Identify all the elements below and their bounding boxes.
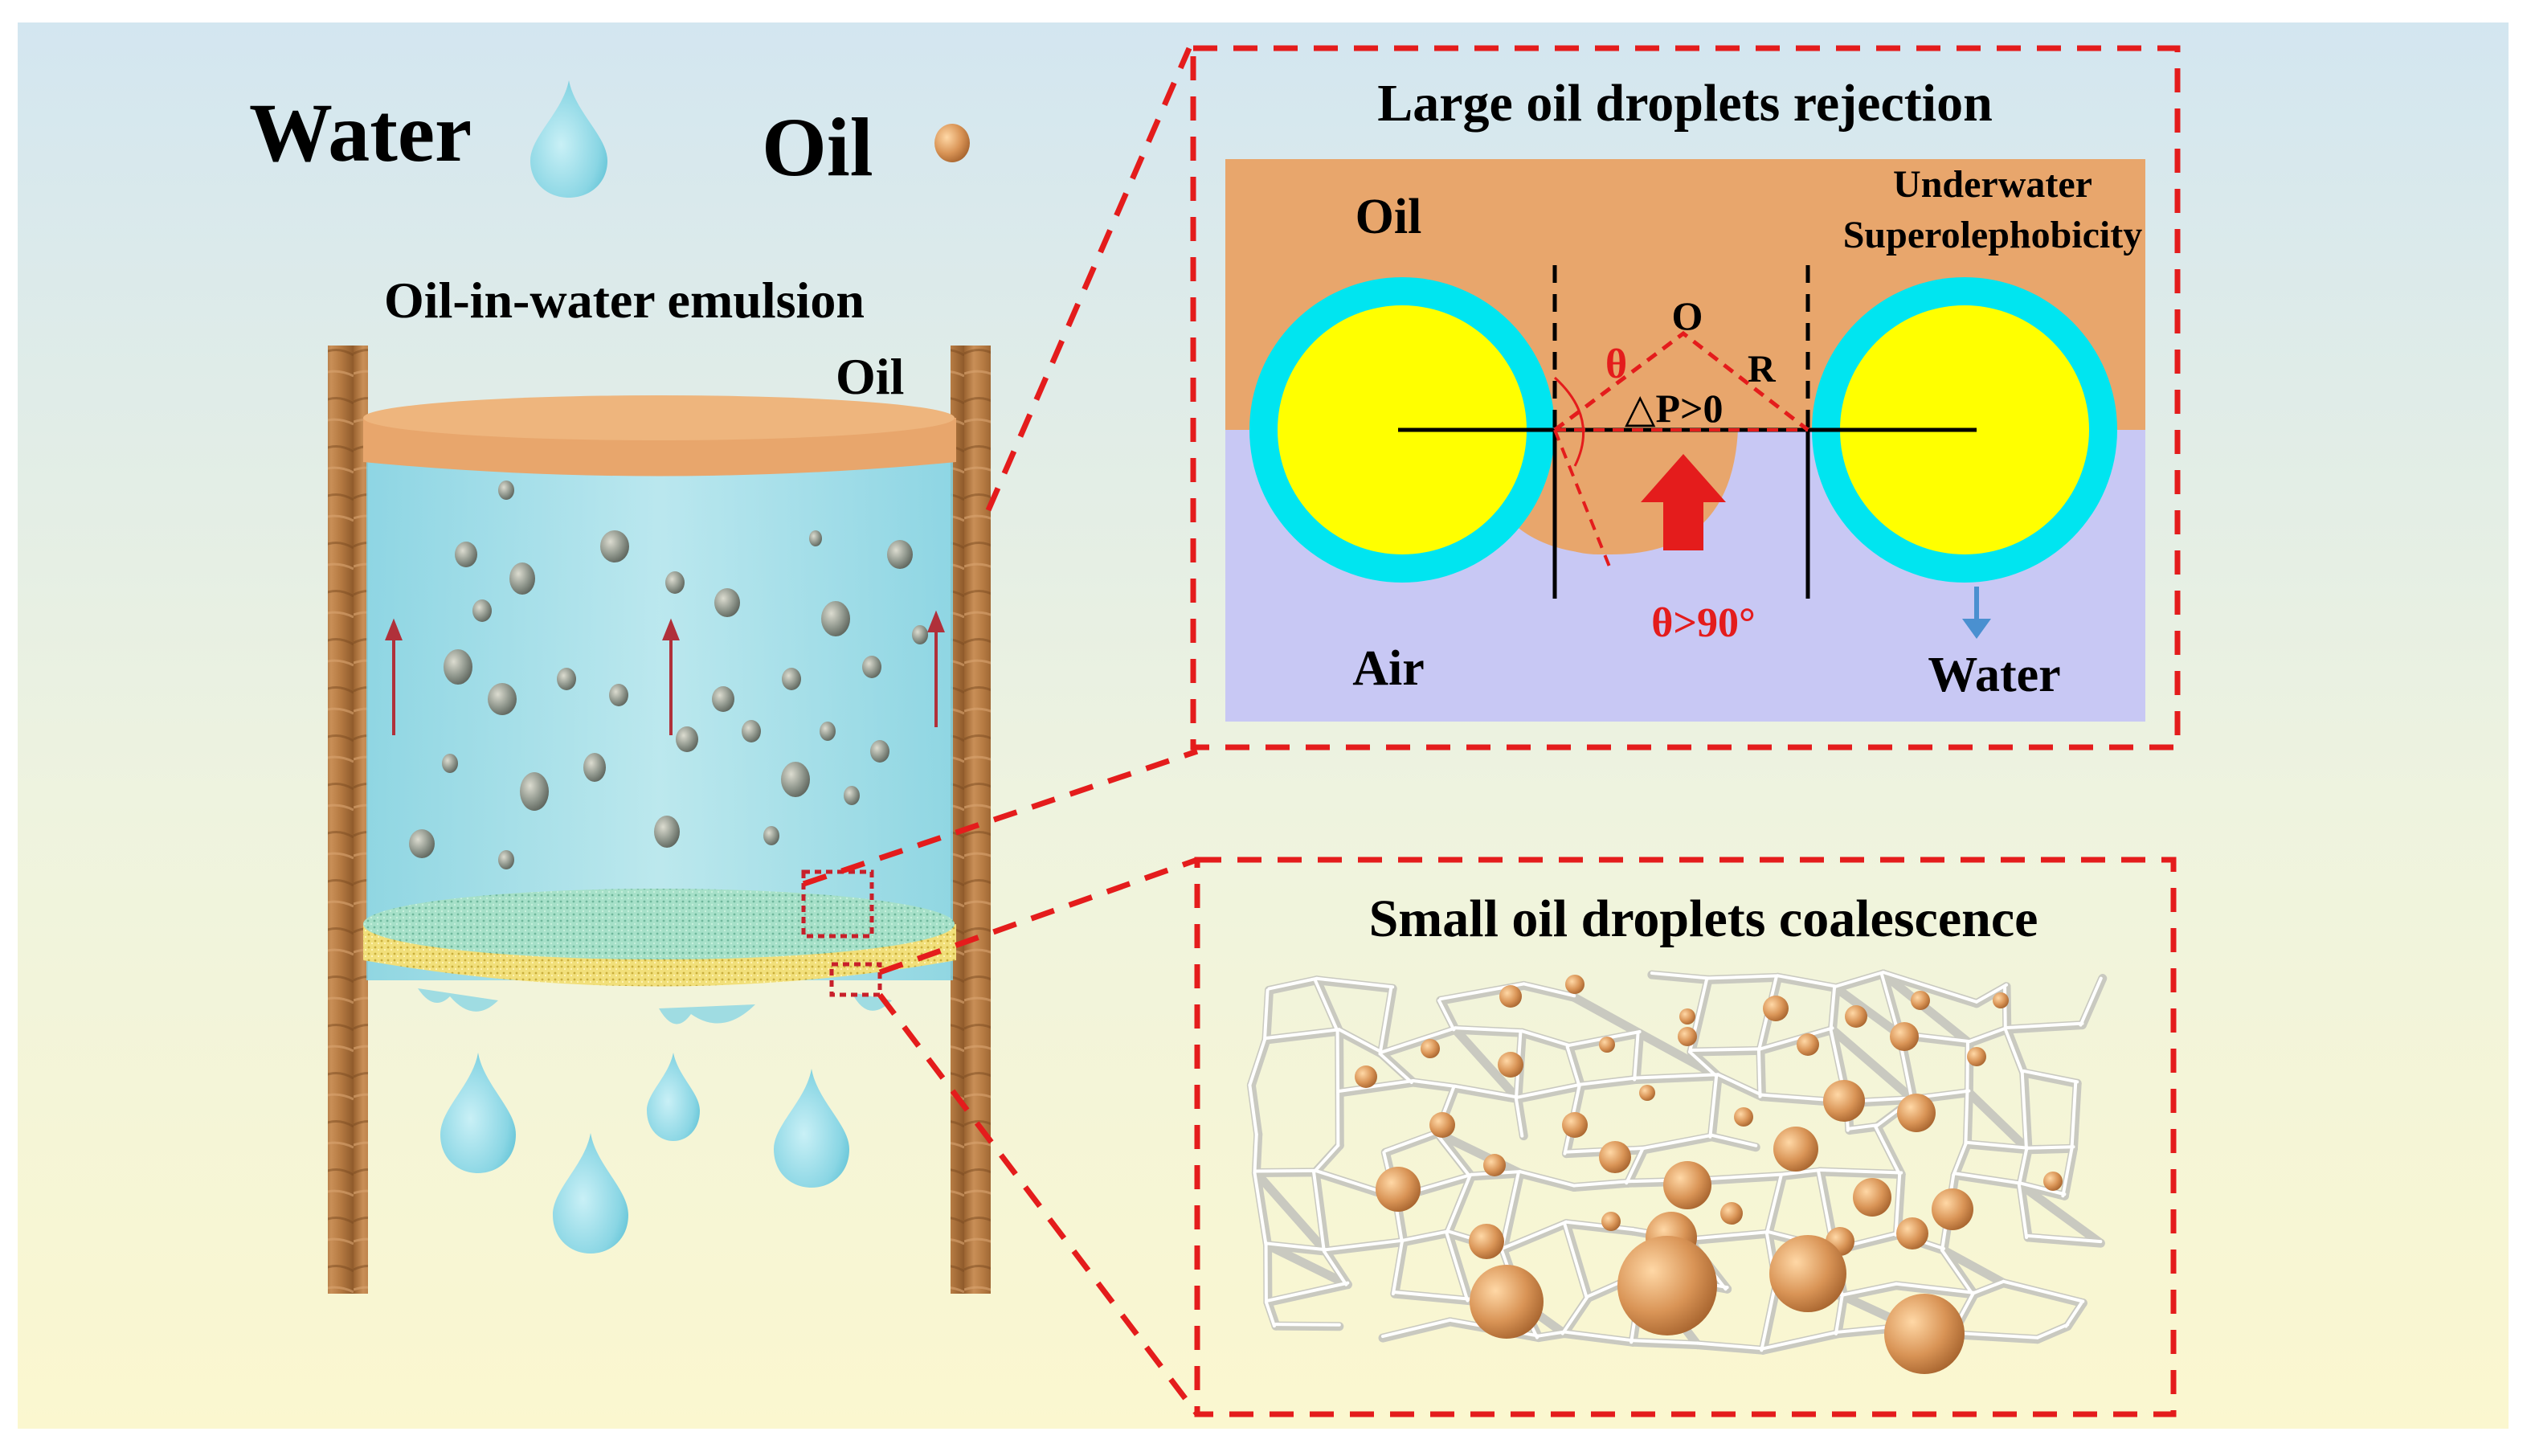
oil-droplet — [409, 829, 435, 858]
oil-droplet — [1797, 1033, 1819, 1056]
oil-droplet — [1470, 1265, 1544, 1339]
fiber-highlight — [1759, 1050, 1760, 1096]
oil-droplet — [809, 530, 822, 546]
oil-droplet — [472, 599, 492, 622]
oil-droplet — [712, 686, 734, 712]
oil-droplet — [583, 753, 606, 782]
oil-droplet — [1763, 996, 1789, 1021]
left-wall — [328, 346, 368, 1294]
right-wall — [951, 346, 991, 1294]
oil-droplet — [781, 762, 810, 797]
legend-oil-label: Oil — [762, 101, 873, 194]
oil-droplet — [665, 571, 685, 594]
oil-droplet — [1565, 975, 1584, 994]
oil-droplet — [1499, 985, 1522, 1008]
oil-droplet — [444, 649, 472, 685]
oil-droplet — [1773, 1127, 1818, 1172]
fiber-highlight — [1254, 1135, 1256, 1173]
oil-droplet — [782, 668, 801, 690]
oil-droplet — [714, 588, 740, 617]
oil-layer-label: Oil — [836, 348, 904, 405]
oil-droplet — [1679, 1008, 1695, 1025]
radius-r-label: R — [1748, 348, 1777, 391]
oil-droplet — [1897, 1094, 1936, 1132]
oil-droplet — [870, 740, 889, 763]
oil-droplet — [1498, 1052, 1523, 1078]
fiber-highlight — [1256, 1171, 1315, 1172]
oil-droplet — [1720, 1202, 1743, 1225]
oil-droplet — [1890, 1022, 1919, 1051]
oil-droplet — [520, 772, 549, 811]
oil-droplet — [821, 601, 850, 636]
oil-droplet — [1993, 992, 2009, 1008]
oil-droplet — [1355, 1065, 1377, 1088]
oil-droplet — [844, 786, 860, 805]
oil-droplet — [1911, 991, 1930, 1010]
oil-droplet — [1932, 1188, 1973, 1230]
oil-droplet — [488, 683, 517, 715]
oil-droplet — [1663, 1161, 1711, 1209]
legend-water-label: Water — [249, 87, 472, 179]
oil-droplet — [1678, 1027, 1697, 1046]
fiber-highlight — [1276, 1324, 1339, 1325]
fiber-highlight — [1965, 1093, 1967, 1144]
fiber-highlight — [2005, 987, 2006, 1029]
top-oil-label: Oil — [1356, 190, 1422, 244]
center-o-label: O — [1672, 293, 1703, 338]
angle-label: θ>90° — [1651, 600, 1756, 646]
oil-droplet — [600, 530, 629, 562]
fiber-highlight — [1691, 1049, 1760, 1050]
oil-droplet — [1469, 1224, 1504, 1259]
oil-droplet — [742, 720, 761, 742]
oil-droplet — [1845, 1005, 1867, 1028]
oil-droplet — [912, 625, 928, 644]
oil-droplet — [1967, 1047, 1986, 1066]
oil-droplet — [1429, 1112, 1455, 1138]
fiber-highlight — [2028, 1147, 2073, 1148]
oil-droplet — [442, 754, 458, 773]
fiber-highlight — [1967, 1043, 1968, 1092]
oil-droplet — [1639, 1085, 1655, 1101]
superoleophobicity-label: Superolephobicity — [1843, 214, 2143, 256]
oil-droplet — [763, 826, 779, 845]
oil-droplet — [820, 722, 836, 741]
water-label: Water — [1928, 648, 2060, 702]
underwater-label: Underwater — [1893, 163, 2092, 206]
oil-droplet — [1483, 1154, 1506, 1176]
oil-droplet — [609, 684, 628, 706]
oil-droplet — [509, 562, 535, 595]
oil-droplet — [1599, 1141, 1631, 1173]
oil-droplet — [1599, 1037, 1615, 1053]
oil-droplet — [1853, 1178, 1891, 1217]
oil-droplet — [557, 668, 576, 690]
oil-droplet — [676, 726, 698, 752]
oil-droplet — [1896, 1217, 1928, 1249]
oil-droplet — [455, 542, 477, 567]
coalescence-panel-title: Small oil droplets coalescence — [1369, 890, 2038, 948]
oil-droplet — [1562, 1112, 1588, 1138]
oil-droplet — [1376, 1167, 1421, 1212]
oil-droplet-icon — [934, 124, 970, 162]
rejection-panel-title: Large oil droplets rejection — [1377, 74, 1993, 133]
pressure-label: △P>0 — [1625, 386, 1724, 431]
oil-droplet — [1734, 1107, 1753, 1127]
oil-droplet — [2043, 1172, 2063, 1191]
theta-label: θ — [1605, 342, 1627, 387]
oil-droplet — [654, 816, 680, 848]
oil-droplet — [1617, 1236, 1717, 1335]
oil-droplet — [887, 540, 913, 569]
oil-droplet — [1601, 1212, 1621, 1231]
air-label: Air — [1352, 641, 1425, 696]
membrane-top-surface — [363, 889, 955, 959]
oil-droplet — [862, 656, 881, 678]
oil-droplet — [1823, 1080, 1865, 1122]
oil-droplet — [498, 850, 514, 869]
emulsion-label: Oil-in-water emulsion — [384, 272, 865, 329]
oil-droplet — [1884, 1294, 1965, 1374]
oil-droplet — [498, 481, 514, 500]
oil-droplet — [1769, 1235, 1846, 1312]
oil-droplet — [1421, 1039, 1440, 1058]
